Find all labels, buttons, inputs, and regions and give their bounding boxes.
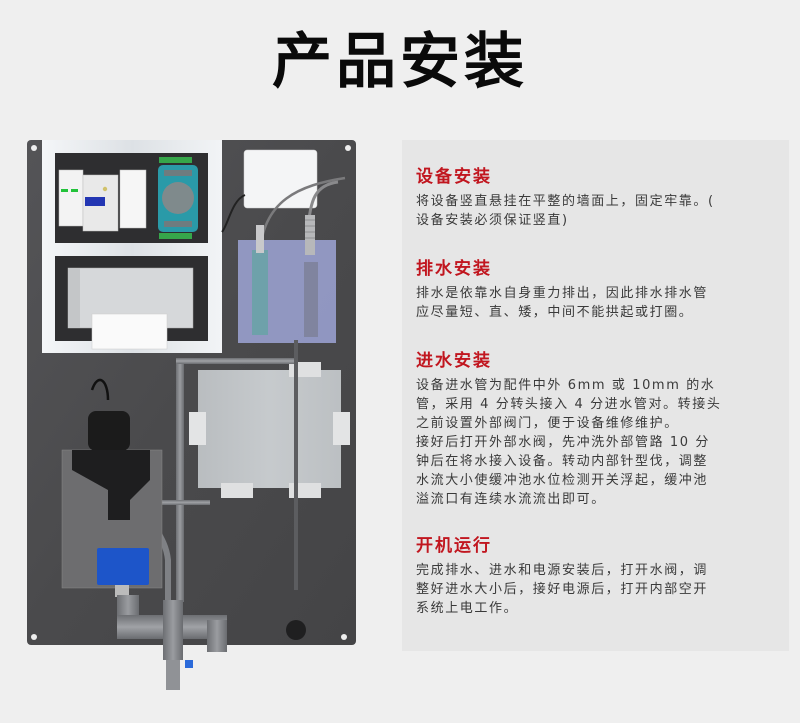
section-drain-install: 排水安装 排水是依靠水自身重力排出，因此排水排水管 应尽量短、直、矮，中间不能拱…: [416, 258, 786, 322]
level-switch: [286, 620, 306, 640]
section-heading: 开机运行: [416, 536, 492, 556]
section-body: 将设备竖直悬挂在平整的墙面上，固定牢靠。( 设备安装必须保证竖直): [416, 194, 715, 228]
section-inlet-install: 进水安装 设备进水管为配件中外 6mm 或 10mm 的水 管，采用 4 分转头…: [416, 350, 786, 509]
section-body: 排水是依靠水自身重力排出，因此排水排水管 应尽量短、直、矮，中间不能拱起或打圈。: [416, 286, 709, 320]
buffer-tank: [198, 370, 341, 488]
junction-box: [243, 149, 318, 209]
section-body: 设备进水管为配件中外 6mm 或 10mm 的水 管，采用 4 分转头接入 4 …: [416, 378, 722, 507]
turbidity-sensor: [88, 411, 130, 451]
pump-box: [97, 548, 149, 585]
section-device-install: 设备安装 将设备竖直悬挂在平整的墙面上，固定牢靠。( 设备安装必须保证竖直): [416, 166, 786, 230]
page-title: 产品安装: [272, 27, 528, 97]
section-heading: 进水安装: [416, 351, 492, 371]
circuit-breaker: [58, 169, 84, 227]
device-illustration: [27, 140, 356, 690]
section-heading: 设备安装: [416, 167, 492, 187]
instructions-panel: 设备安装 将设备竖直悬挂在平整的墙面上，固定牢靠。( 设备安装必须保证竖直) 排…: [402, 140, 789, 651]
section-heading: 排水安装: [416, 259, 492, 279]
section-startup: 开机运行 完成排水、进水和电源安装后，打开水阀，调 整好进水大小后，接好电源后，…: [416, 535, 786, 618]
relay-module: [119, 169, 147, 229]
section-body: 完成排水、进水和电源安装后，打开水阀，调 整好进水大小后，接好电源后，打开内部空…: [416, 563, 709, 616]
